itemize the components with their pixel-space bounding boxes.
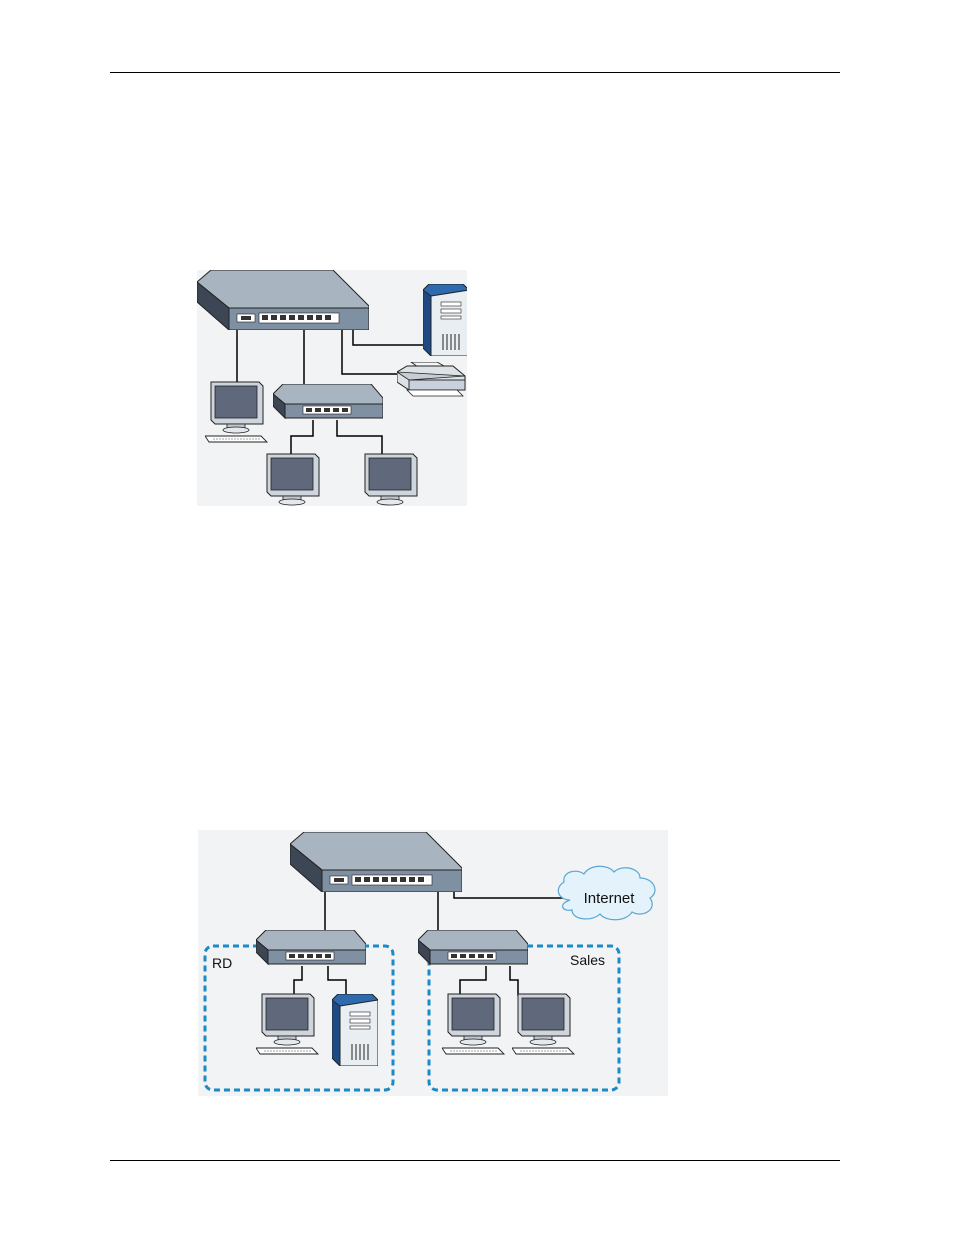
sales-switch [418, 930, 528, 964]
sales-group-label: Sales [570, 952, 605, 968]
internet-label: Internet [584, 890, 636, 907]
network-diagram-figure-1 [197, 270, 467, 506]
rd-switch [256, 930, 366, 964]
header-rule [110, 72, 840, 73]
network-diagram-figure-2: Internet RD Sales [198, 830, 668, 1096]
switch-5-port [273, 384, 383, 418]
server-tower [423, 284, 467, 356]
rd-group-label: RD [212, 955, 232, 971]
server-tower [332, 994, 378, 1066]
footer-rule [110, 1160, 840, 1161]
